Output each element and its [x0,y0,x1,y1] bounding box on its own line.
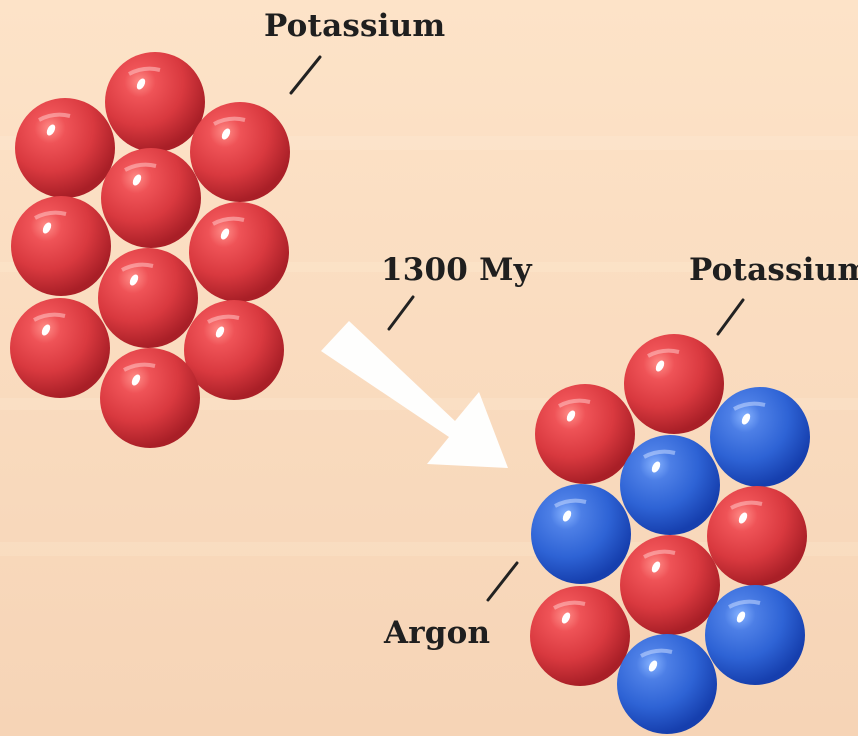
potassium-atom [530,586,630,686]
argon-atom [710,387,810,487]
potassium-atom [100,348,200,448]
potassium-atom [620,535,720,635]
argon-atom [620,435,720,535]
potassium-atom [184,300,284,400]
potassium-atom [105,52,205,152]
argon-atom [531,484,631,584]
potassium-atom [98,248,198,348]
potassium-top-label: Potassium [264,11,445,42]
potassium-atom [190,102,290,202]
potassium-right-label: Potassium [689,255,858,286]
potassium-atom [707,486,807,586]
potassium-atom [15,98,115,198]
potassium-atom [535,384,635,484]
potassium-atom [101,148,201,248]
potassium-atom [10,298,110,398]
potassium-atom [11,196,111,296]
argon-label: Argon [384,618,490,649]
argon-atom [705,585,805,685]
cluster-initial [10,52,290,448]
time-label: 1300 My [381,255,532,286]
potassium-atom [189,202,289,302]
argon-atom [617,634,717,734]
potassium-atom [624,334,724,434]
cluster-after-decay [530,334,810,734]
